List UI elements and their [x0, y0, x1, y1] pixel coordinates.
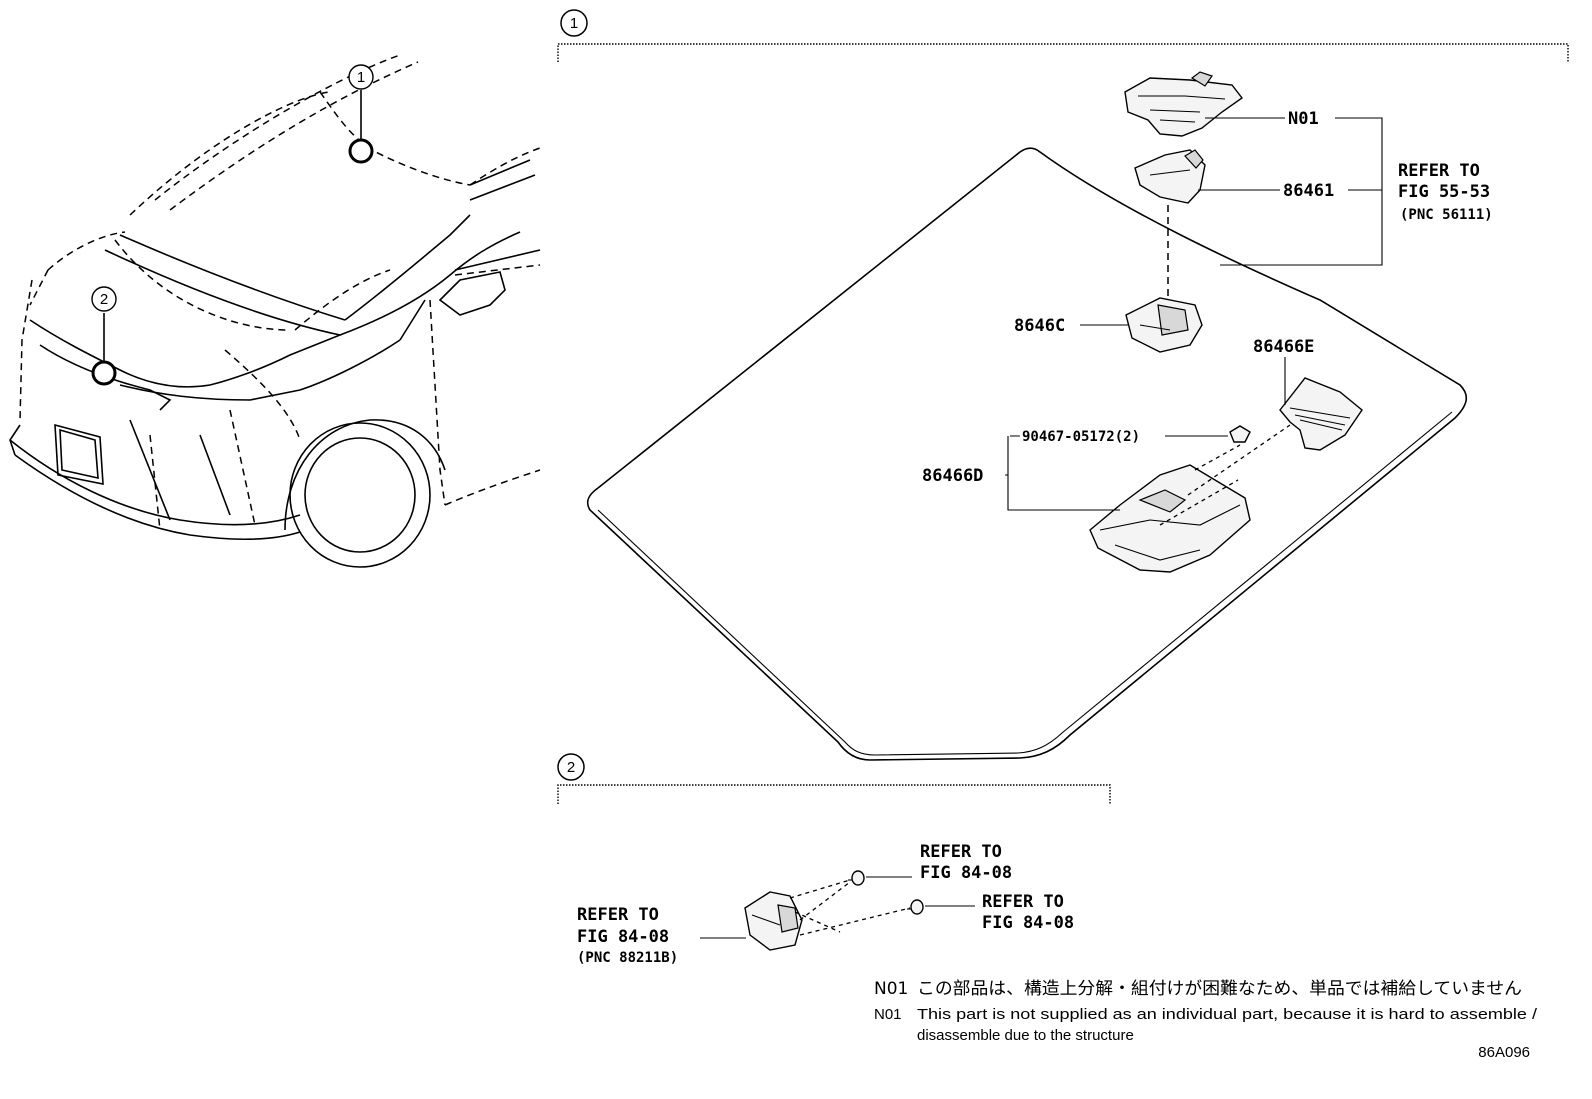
svg-text:1: 1	[357, 69, 365, 86]
svg-text:REFER TO: REFER TO	[982, 892, 1064, 912]
note-ja-code: N01	[874, 979, 908, 999]
label-90467: 90467-05172(2)	[1022, 429, 1140, 445]
svg-text:REFER TO: REFER TO	[577, 905, 659, 925]
section-1-callout: 1	[560, 9, 588, 37]
section-2-callout: 2	[557, 753, 585, 781]
part-bolt-1	[848, 870, 865, 886]
note-en-line2: disassemble due to the structure	[917, 1027, 1134, 1044]
note-ja-text: この部品は、構造上分解・組付けが困難なため、単品では補給していません	[917, 979, 1522, 999]
section-1: 1	[557, 9, 1569, 761]
section-2-bracket	[557, 784, 1111, 804]
callout-1-small: 1	[348, 64, 374, 90]
svg-text:2: 2	[567, 759, 575, 776]
svg-text:REFER TO: REFER TO	[920, 842, 1002, 862]
svg-text:1: 1	[570, 15, 578, 32]
svg-text:(PNC 88211B): (PNC 88211B)	[577, 950, 678, 966]
vehicle-illustration: 1 2	[9, 54, 541, 568]
section-2: 2 REFER TO FIG 84-08 REFER TO FIG 84-08	[557, 753, 1111, 966]
label-86461: 86461	[1283, 181, 1334, 201]
windshield-glass	[586, 147, 1468, 761]
part-86466e-cover	[1279, 377, 1363, 451]
part-90467-clip	[1229, 425, 1251, 443]
svg-text:FIG 84-08: FIG 84-08	[920, 863, 1012, 883]
svg-text:2: 2	[100, 291, 108, 308]
svg-text:FIG 55-53: FIG 55-53	[1398, 182, 1490, 202]
svg-text:REFER TO: REFER TO	[1398, 161, 1480, 181]
label-8646c: 8646C	[1014, 316, 1065, 336]
callout-2-small: 2	[91, 286, 117, 312]
location-marker-2	[91, 360, 117, 386]
part-86461-cover	[1134, 149, 1206, 204]
leader-windshield-refer	[1220, 117, 1383, 266]
label-86466e: 86466E	[1253, 337, 1314, 357]
assembly-dashes	[1159, 424, 1291, 526]
note-en-code: N01	[874, 1006, 902, 1023]
refer-windshield: REFER TO FIG 55-53 (PNC 56111)	[1398, 161, 1493, 223]
label-86466d: 86466D	[922, 466, 983, 486]
label-n01: N01	[1288, 109, 1319, 129]
location-marker-1	[348, 138, 374, 164]
notes: N01 この部品は、構造上分解・組付けが困難なため、単品では補給していません N…	[874, 979, 1538, 1044]
note-en-line1: This part is not supplied as an individu…	[917, 1006, 1538, 1023]
refer-bolt-2: REFER TO FIG 84-08	[982, 892, 1074, 933]
refer-bolt-1: REFER TO FIG 84-08	[920, 842, 1012, 883]
part-bolt-2	[907, 899, 924, 915]
figure-id: 86A096	[1478, 1044, 1530, 1061]
svg-text:(PNC 56111): (PNC 56111)	[1400, 207, 1493, 223]
part-n01-bracket	[1124, 71, 1244, 137]
radar-dashes	[789, 879, 911, 936]
section-1-bracket	[557, 43, 1569, 62]
part-radar-sensor	[744, 891, 803, 951]
leader-86466d	[1005, 435, 1120, 511]
svg-text:FIG 84-08: FIG 84-08	[577, 927, 669, 947]
part-8646c-camera	[1125, 297, 1203, 353]
refer-radar: REFER TO FIG 84-08 (PNC 88211B)	[577, 905, 678, 966]
svg-text:FIG 84-08: FIG 84-08	[982, 913, 1074, 933]
